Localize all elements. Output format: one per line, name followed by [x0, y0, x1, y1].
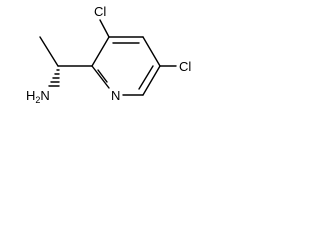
chlorine-label-right: Cl: [179, 59, 191, 74]
hashed-wedge-bond: [48, 69, 60, 87]
chemical-structure: Cl Cl N H2N: [26, 4, 191, 105]
ring-bond-c2-c3: [91, 36, 110, 67]
ring-bond-n1-c2: [91, 65, 110, 89]
amine-label: H2N: [26, 88, 50, 105]
ring-nitrogen-label: N: [111, 88, 120, 103]
amine-h: H: [26, 88, 35, 103]
amine-n: N: [40, 88, 49, 103]
ring-double-n1-c2: [97, 69, 108, 83]
ring-bond-c4-c5: [142, 36, 161, 67]
pyridine-ring: [91, 36, 161, 96]
ring-bond-c5-c6: [142, 65, 161, 96]
bond-c3-cl: [99, 19, 110, 38]
chlorine-label-top: Cl: [94, 4, 106, 19]
amine-subscript: 2: [35, 95, 40, 105]
ring-double-c5-c6: [138, 65, 154, 90]
bond-chiral-methyl: [39, 36, 59, 67]
